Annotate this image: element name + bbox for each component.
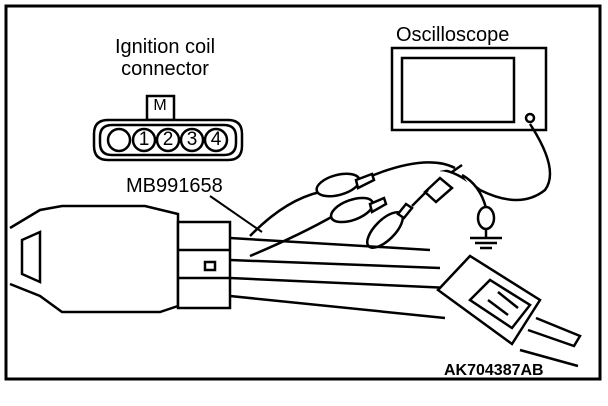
plug-icon: [436, 254, 582, 368]
pin-3: 3: [186, 129, 198, 150]
ground-icon: [470, 205, 502, 250]
probe-clip-icon: [249, 161, 488, 258]
connector-label: Ignition coil connector: [100, 36, 230, 80]
oscilloscope-label: Oscilloscope: [396, 24, 510, 46]
ignition-coil-connector-icon: [92, 94, 244, 162]
figure-code: AK704387AB: [444, 362, 544, 379]
oscilloscope-icon: [390, 46, 552, 202]
connector-key-mark: M: [153, 97, 167, 114]
harness-leader: [209, 195, 263, 233]
pin-4: 4: [210, 129, 222, 150]
test-harness-icon: [9, 204, 451, 320]
connector-label-line1: Ignition coil: [114, 36, 216, 58]
border: [4, 4, 602, 381]
harness-label: MB991658: [126, 175, 223, 197]
pin-1: 1: [138, 129, 150, 150]
connector-label-line2: connector: [121, 58, 209, 80]
pin-2: 2: [162, 129, 174, 150]
